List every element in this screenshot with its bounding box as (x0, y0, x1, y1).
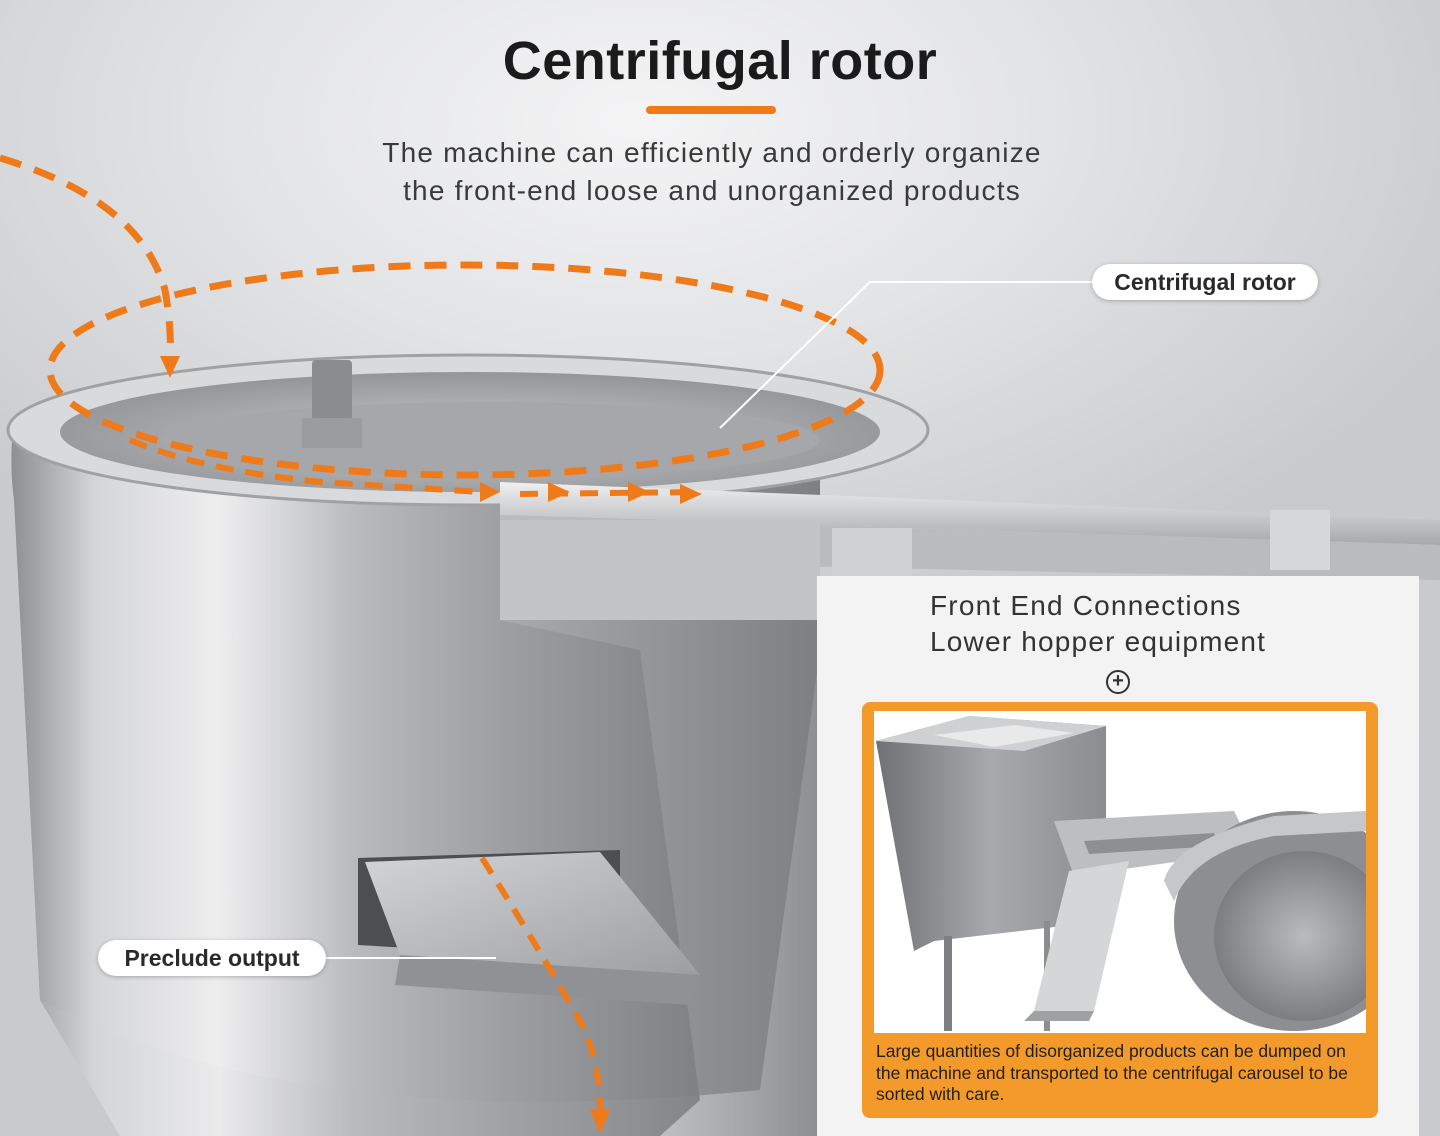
subtitle-line-2: the front-end loose and unorganized prod… (403, 175, 1021, 206)
plus-icon: + (1106, 670, 1130, 694)
rotor-callout-label: Centrifugal rotor (1092, 264, 1318, 300)
hopper-equipment-illustration (874, 711, 1366, 1033)
page-subtitle: The machine can efficiently and orderly … (0, 134, 1424, 210)
hopper-caption: Large quantities of disorganized product… (876, 1041, 1348, 1104)
hopper-photo (874, 711, 1366, 1033)
inset-title: Front End Connections Lower hopper equip… (930, 588, 1266, 660)
inset-title-line-2: Lower hopper equipment (930, 626, 1267, 657)
page-title: Centrifugal rotor (502, 31, 938, 91)
inset-title-line-1: Front End Connections (930, 590, 1242, 621)
subtitle-line-1: The machine can efficiently and orderly … (382, 137, 1042, 168)
title-underline (646, 106, 776, 114)
output-callout-label: Preclude output (98, 940, 326, 976)
